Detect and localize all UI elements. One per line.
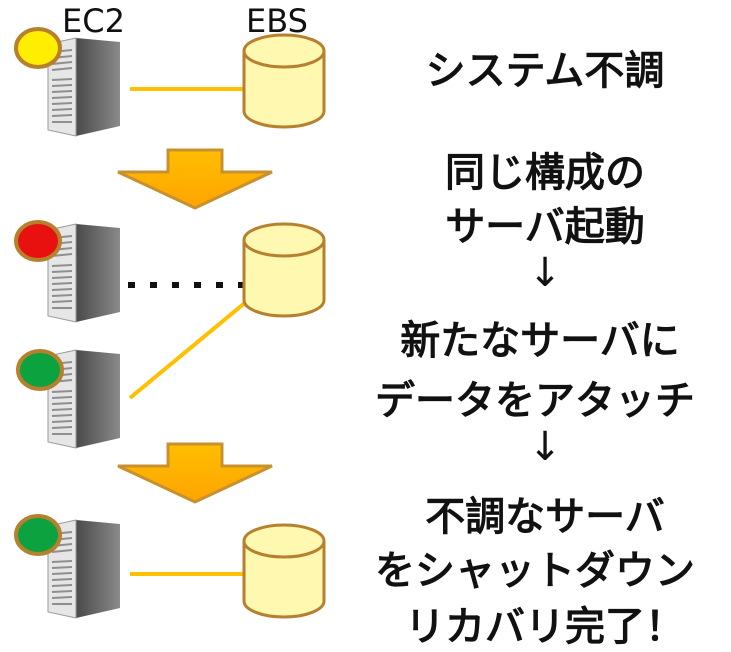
flow-arrow: ↓ <box>528 424 562 470</box>
ebs-volume-icon <box>242 523 326 619</box>
ebs-volume-icon <box>242 222 326 318</box>
attach-line <box>128 290 260 400</box>
ebs-volume-icon <box>242 33 326 129</box>
step-system-failure: システム不調 <box>425 48 665 94</box>
status-warning-indicator <box>14 27 62 69</box>
status-ok-indicator <box>14 514 62 556</box>
flow-arrow: ↓ <box>528 250 562 296</box>
ec2-label: EC2 <box>62 2 125 40</box>
step-attach-line2: データをアタッチ <box>375 378 695 424</box>
step-launch-line1: 同じ構成の <box>445 150 645 196</box>
status-error-indicator <box>14 220 62 262</box>
step-attach-line1: 新たなサーバに <box>400 318 680 364</box>
down-arrow-icon <box>117 442 273 504</box>
step-launch-line2: サーバ起動 <box>445 204 645 250</box>
down-arrow-icon <box>117 148 273 210</box>
status-ok-indicator <box>16 349 64 391</box>
step-shutdown-line1: 不調なサーバ <box>425 494 665 540</box>
ebs-label: EBS <box>246 2 308 40</box>
step-shutdown-line2: をシャットダウン <box>375 548 695 594</box>
step-recovery-complete: リカバリ完了！ <box>405 604 685 650</box>
